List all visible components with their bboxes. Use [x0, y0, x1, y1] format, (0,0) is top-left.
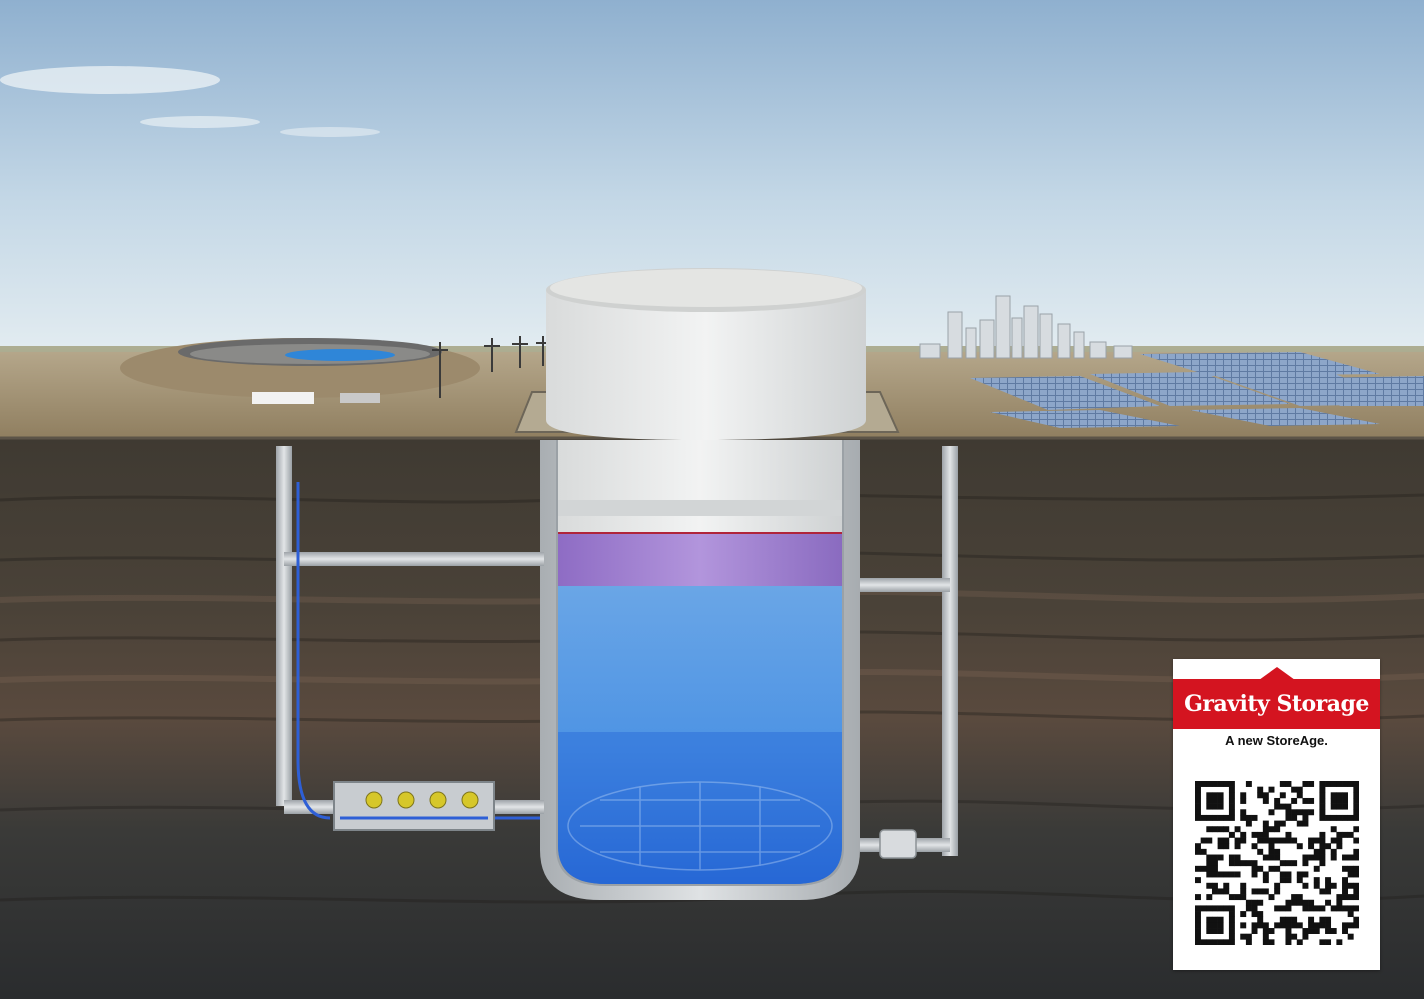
qr-code-graphic — [1195, 781, 1360, 946]
pipe-right-vertical — [942, 446, 958, 856]
qr-code-icon[interactable] — [1195, 781, 1360, 949]
solar-fields — [970, 352, 1424, 428]
pipe-upper-left — [284, 552, 544, 566]
brand-title: Gravity Storage — [1184, 691, 1369, 717]
logo-banner — [1173, 679, 1380, 729]
pipe-upper-right — [860, 578, 950, 592]
gravity-storage-logo-card: Gravity Storage A new StoreAge. — [1173, 659, 1380, 970]
membrane-seal — [558, 532, 842, 586]
logo-arrow-icon — [1259, 667, 1295, 680]
valve-right — [879, 829, 917, 859]
brand-tagline: A new StoreAge. — [1225, 733, 1328, 748]
piston-body — [558, 440, 842, 532]
pipe-left-vertical — [276, 446, 292, 806]
city-skyline — [919, 295, 1133, 359]
pump-turbine-unit — [333, 781, 495, 831]
piston-top — [546, 290, 866, 440]
powerhouse — [252, 392, 314, 404]
